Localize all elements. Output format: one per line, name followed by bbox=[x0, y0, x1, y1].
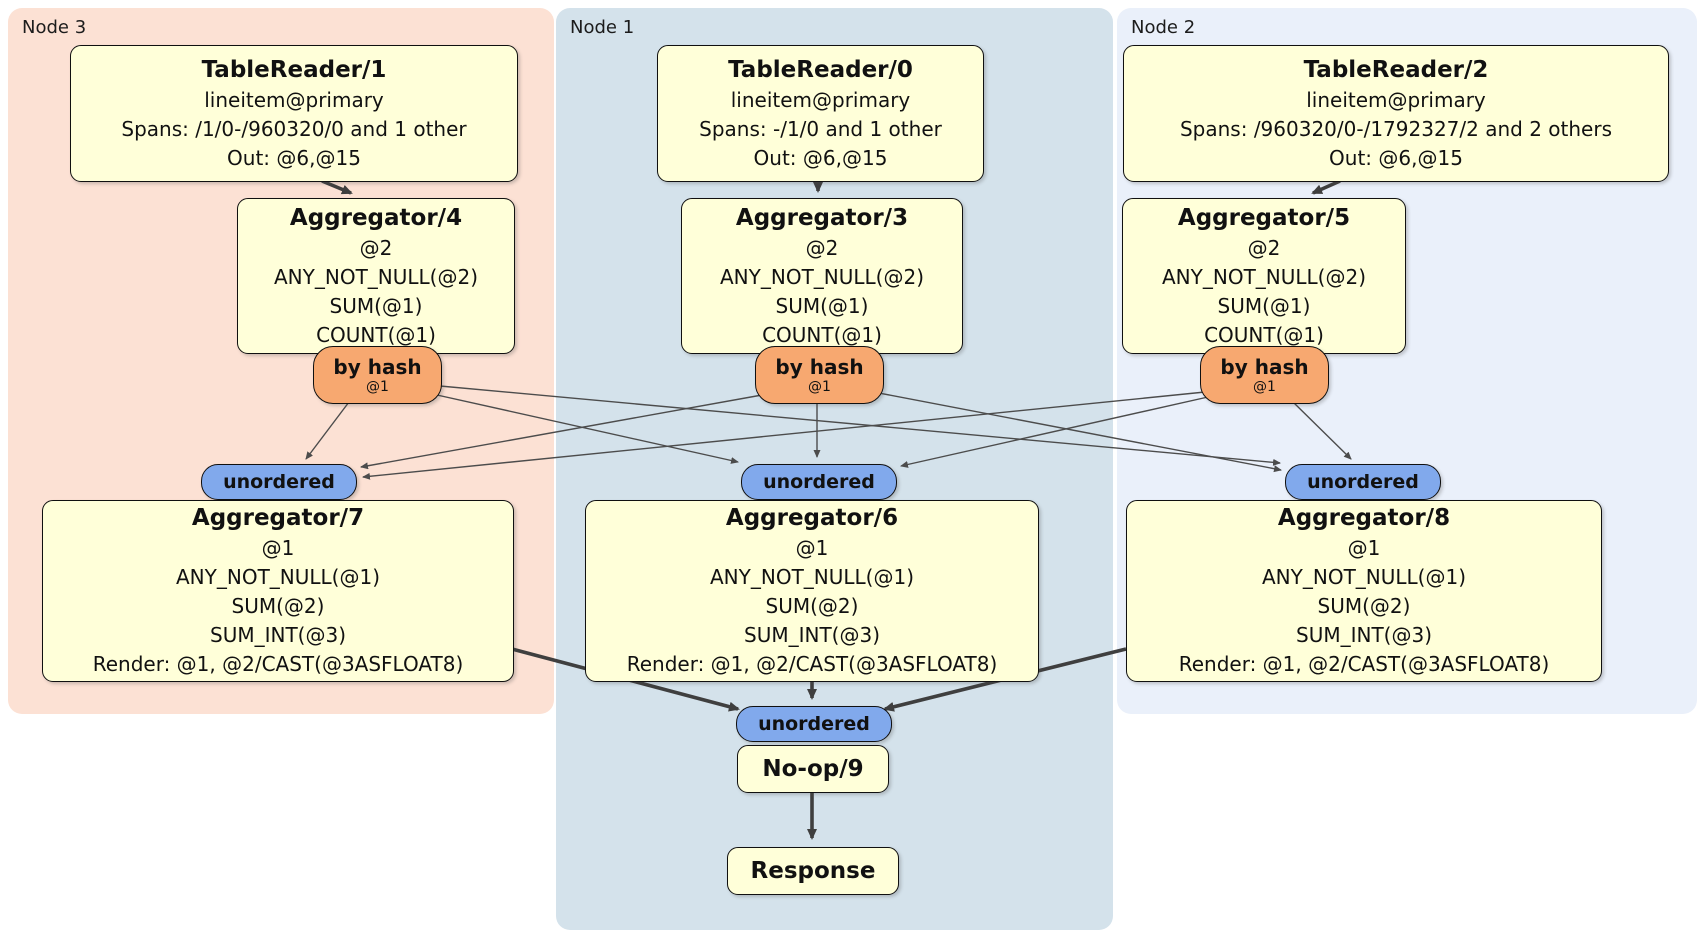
processor-title: Aggregator/6 bbox=[725, 505, 899, 531]
processor-title: TableReader/2 bbox=[1303, 56, 1489, 83]
tablereader-2-box: TableReader/2 lineitem@primary Spans: /9… bbox=[1123, 45, 1669, 182]
processor-line: SUM_INT(@3) bbox=[744, 623, 880, 647]
sync-label: unordered bbox=[1307, 471, 1419, 493]
processor-line: COUNT(@1) bbox=[762, 322, 882, 347]
processor-line: Spans: /1/0-/960320/0 and 1 other bbox=[121, 116, 467, 141]
region-label-node-2: Node 2 bbox=[1131, 17, 1196, 38]
processor-line: Render: @1, @2/CAST(@3ASFLOAT8) bbox=[626, 652, 998, 676]
processor-title: No-op/9 bbox=[762, 755, 864, 782]
processor-line: Out: @6,@15 bbox=[227, 145, 361, 170]
processor-title: Aggregator/5 bbox=[1177, 204, 1351, 231]
hash-router-node-1: by hash @1 bbox=[755, 346, 884, 404]
processor-title: TableReader/0 bbox=[728, 56, 913, 83]
unordered-sync-final: unordered bbox=[736, 706, 892, 742]
processor-line: lineitem@primary bbox=[730, 87, 911, 112]
processor-line: Render: @1, @2/CAST(@3ASFLOAT8) bbox=[1178, 652, 1550, 676]
processor-line: SUM(@1) bbox=[775, 293, 869, 318]
hash-router-node-3: by hash @1 bbox=[313, 346, 442, 404]
response-box: Response bbox=[727, 847, 899, 895]
processor-title: Response bbox=[750, 857, 876, 884]
router-detail: @1 bbox=[1253, 379, 1276, 395]
processor-title: Aggregator/8 bbox=[1277, 505, 1451, 531]
processor-line: ANY_NOT_NULL(@1) bbox=[1262, 565, 1466, 589]
router-label: by hash bbox=[775, 355, 864, 379]
noop-box: No-op/9 bbox=[737, 745, 889, 793]
processor-line: Spans: -/1/0 and 1 other bbox=[699, 116, 942, 141]
processor-line: @1 bbox=[795, 536, 829, 560]
processor-line: Render: @1, @2/CAST(@3ASFLOAT8) bbox=[92, 652, 464, 676]
processor-line: Out: @6,@15 bbox=[1329, 145, 1463, 170]
processor-title: Aggregator/7 bbox=[191, 505, 365, 531]
processor-line: ANY_NOT_NULL(@1) bbox=[176, 565, 380, 589]
processor-line: SUM(@1) bbox=[1217, 293, 1311, 318]
processor-line: @2 bbox=[1247, 235, 1281, 260]
sync-label: unordered bbox=[223, 471, 335, 493]
processor-title: Aggregator/4 bbox=[289, 204, 463, 231]
processor-line: SUM(@2) bbox=[1317, 594, 1411, 618]
processor-line: SUM(@2) bbox=[231, 594, 325, 618]
processor-line: ANY_NOT_NULL(@2) bbox=[720, 264, 924, 289]
region-label-node-3: Node 3 bbox=[22, 17, 87, 38]
router-detail: @1 bbox=[366, 379, 389, 395]
processor-line: SUM(@1) bbox=[329, 293, 423, 318]
region-label-node-1: Node 1 bbox=[570, 17, 635, 38]
unordered-sync-node-2: unordered bbox=[1285, 464, 1441, 500]
router-label: by hash bbox=[333, 355, 422, 379]
processor-line: @1 bbox=[261, 536, 295, 560]
processor-line: @1 bbox=[1347, 536, 1381, 560]
aggregator-3-box: Aggregator/3 @2 ANY_NOT_NULL(@2) SUM(@1)… bbox=[681, 198, 963, 354]
processor-line: ANY_NOT_NULL(@1) bbox=[710, 565, 914, 589]
router-label: by hash bbox=[1220, 355, 1309, 379]
processor-line: @2 bbox=[359, 235, 393, 260]
aggregator-8-box: Aggregator/8 @1 ANY_NOT_NULL(@1) SUM(@2)… bbox=[1126, 500, 1602, 682]
unordered-sync-node-3: unordered bbox=[201, 464, 357, 500]
processor-line: lineitem@primary bbox=[204, 87, 384, 112]
aggregator-6-box: Aggregator/6 @1 ANY_NOT_NULL(@1) SUM(@2)… bbox=[585, 500, 1039, 682]
processor-line: COUNT(@1) bbox=[1204, 322, 1324, 347]
sync-label: unordered bbox=[763, 471, 875, 493]
processor-line: SUM_INT(@3) bbox=[1296, 623, 1432, 647]
processor-line: SUM(@2) bbox=[765, 594, 859, 618]
processor-line: Spans: /960320/0-/1792327/2 and 2 others bbox=[1179, 116, 1612, 141]
unordered-sync-node-1: unordered bbox=[741, 464, 897, 500]
router-detail: @1 bbox=[808, 379, 831, 395]
processor-title: TableReader/1 bbox=[201, 56, 387, 83]
processor-line: ANY_NOT_NULL(@2) bbox=[1162, 264, 1366, 289]
sync-label: unordered bbox=[758, 713, 870, 735]
processor-line: lineitem@primary bbox=[1306, 87, 1486, 112]
aggregator-4-box: Aggregator/4 @2 ANY_NOT_NULL(@2) SUM(@1)… bbox=[237, 198, 515, 354]
aggregator-7-box: Aggregator/7 @1 ANY_NOT_NULL(@1) SUM(@2)… bbox=[42, 500, 514, 682]
processor-title: Aggregator/3 bbox=[735, 204, 909, 231]
processor-line: SUM_INT(@3) bbox=[210, 623, 346, 647]
tablereader-0-box: TableReader/0 lineitem@primary Spans: -/… bbox=[657, 45, 984, 182]
processor-line: ANY_NOT_NULL(@2) bbox=[274, 264, 478, 289]
aggregator-5-box: Aggregator/5 @2 ANY_NOT_NULL(@2) SUM(@1)… bbox=[1122, 198, 1406, 354]
processor-line: @2 bbox=[805, 235, 839, 260]
hash-router-node-2: by hash @1 bbox=[1200, 346, 1329, 404]
processor-line: Out: @6,@15 bbox=[753, 145, 888, 170]
processor-line: COUNT(@1) bbox=[316, 322, 436, 347]
tablereader-1-box: TableReader/1 lineitem@primary Spans: /1… bbox=[70, 45, 518, 182]
